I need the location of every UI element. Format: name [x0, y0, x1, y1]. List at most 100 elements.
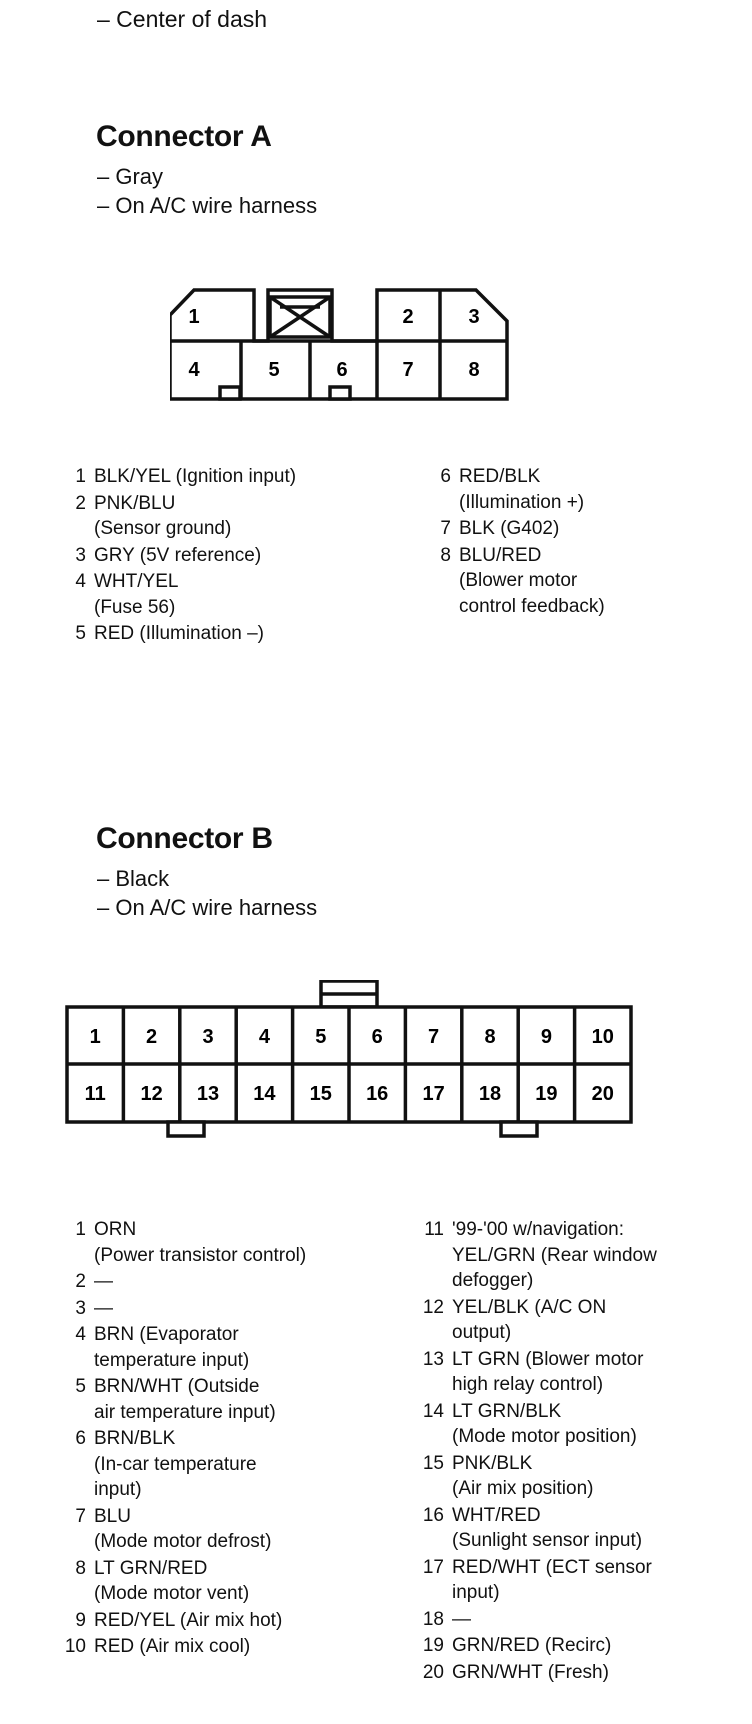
pin-number: 1 — [75, 466, 86, 487]
connector-a-cavity-label: 7 — [402, 359, 413, 381]
pin-description-line: RED/YEL (Air mix hot) — [94, 1609, 283, 1631]
connector-b-cavity-label: 16 — [366, 1083, 388, 1105]
top-note: – Center of dash — [97, 6, 268, 32]
connector-a-cavity-label: 5 — [268, 359, 279, 381]
connector-a-key-notch — [328, 385, 352, 401]
pin-description-line: (Mode motor vent) — [94, 1583, 250, 1604]
pin-description-line: BRN/WHT (Outside — [94, 1376, 260, 1397]
pin-number: 2 — [75, 1271, 86, 1292]
connector-a-cavity-label: 2 — [402, 306, 413, 328]
pin-description-line: WHT/YEL — [94, 571, 179, 592]
pin-description: PNK/BLK(Air mix position) — [452, 1451, 748, 1502]
pin-description-line: LT GRN/RED — [94, 1557, 208, 1579]
pin-description-line: '99-'00 w/navigation: — [452, 1219, 625, 1240]
connector-a-description: – Gray – On A/C wire harness — [97, 162, 317, 220]
pin-description-line: (Sunlight sensor input) — [452, 1530, 643, 1551]
pin-description-line: RED/WHT (ECT sensor — [452, 1556, 652, 1578]
pin-description-line: LT GRN (Blower motor — [452, 1348, 644, 1370]
connector-b-cavity-label: 11 — [85, 1083, 106, 1105]
pin-entry: 4 WHT/YEL (Fuse 56) — [60, 569, 420, 620]
connector-a-title: Connector A — [96, 120, 272, 153]
pin-description: LT GRN/RED (Mode motor vent) — [94, 1556, 420, 1607]
pin-description-line: (In-car temperature — [94, 1453, 257, 1475]
connector-b-key-notch — [499, 1120, 539, 1138]
connector-a-key-notch — [218, 385, 242, 401]
pin-description: BLU(Mode motor defrost) — [94, 1504, 420, 1555]
pin-entry: 3— — [60, 1296, 420, 1322]
pin-description: — — [94, 1296, 420, 1322]
pin-number: 5 — [75, 1376, 86, 1397]
pin-description-line: BLU — [94, 1505, 131, 1527]
connector-b-key-notch — [166, 1120, 206, 1138]
pin-entry: 10 RED (Air mix cool) — [60, 1634, 420, 1660]
pin-description: GRN/RED (Recirc) — [452, 1633, 748, 1659]
pin-description: RED (Illumination –) — [94, 621, 420, 647]
pin-number: 12 — [422, 1296, 444, 1318]
pin-description-line: RED/BLK — [459, 466, 541, 487]
pin-number: 20 — [422, 1661, 444, 1683]
pin-description-line: YEL/BLK (A/C ON — [452, 1296, 607, 1318]
pin-description-line: — — [94, 1297, 113, 1319]
pin-entry: 11'99-'00 w/navigation:YEL/GRN (Rear win… — [418, 1217, 748, 1294]
pin-description-line: input) — [452, 1582, 500, 1603]
connector-a-cavity-label: 6 — [336, 359, 347, 381]
pin-description-line: — — [94, 1271, 113, 1292]
pin-description: YEL/BLK (A/C ON output) — [452, 1295, 748, 1346]
pin-entry: 20 GRN/WHT (Fresh) — [418, 1660, 748, 1686]
pin-description: BLK (G402) — [459, 516, 745, 542]
pin-number: 16 — [422, 1504, 444, 1526]
pin-description: LT GRN/BLK (Mode motor position) — [452, 1399, 748, 1450]
pin-number: 6 — [75, 1428, 86, 1449]
pin-description-line: — — [452, 1608, 471, 1630]
connector-b-cavity-label: 2 — [146, 1026, 157, 1048]
pin-number: 4 — [75, 1324, 86, 1345]
pin-number: 11 — [424, 1219, 444, 1240]
pin-description: RED/YEL (Air mix hot) — [94, 1608, 420, 1634]
pin-description-line: GRN/RED (Recirc) — [452, 1635, 612, 1656]
connector-a-cavity-label: 1 — [188, 306, 199, 328]
pin-number: 3 — [75, 1297, 86, 1319]
connector-b-cavity-label: 9 — [541, 1026, 552, 1048]
connector-b-color: – Black — [97, 866, 170, 891]
connector-a-cavity-label: 4 — [188, 359, 200, 381]
pin-number: 5 — [75, 623, 86, 644]
pin-description-line: LT GRN/BLK — [452, 1400, 562, 1422]
pin-description-line: BRN/BLK — [94, 1428, 176, 1449]
pin-description-line: (Mode motor position) — [452, 1426, 637, 1447]
connector-b-pins-right: 11'99-'00 w/navigation:YEL/GRN (Rear win… — [418, 1217, 748, 1686]
pin-entry: 5 RED (Illumination –) — [60, 621, 420, 647]
pin-description-line: BLK (G402) — [459, 518, 560, 539]
pin-description-line: ORN — [94, 1219, 137, 1240]
pin-description-line: GRN/WHT (Fresh) — [452, 1661, 609, 1683]
connector-b-cavity-label: 5 — [315, 1026, 326, 1048]
pin-number: 8 — [440, 544, 451, 566]
pin-description: PNK/BLU(Sensor ground) — [94, 491, 420, 542]
pin-number: 10 — [64, 1636, 86, 1657]
pin-description-line: (Fuse 56) — [94, 596, 176, 618]
pin-description-line: (Blower motor — [459, 570, 578, 591]
pin-description: RED (Air mix cool) — [94, 1634, 420, 1660]
connector-b-cavity-label: 13 — [197, 1083, 219, 1105]
connector-b-cavity-label: 1 — [90, 1026, 101, 1048]
connector-b-cavity-label: 18 — [479, 1083, 501, 1105]
connector-a-location: – On A/C wire harness — [97, 193, 318, 218]
pin-description-line: output) — [452, 1322, 512, 1343]
pin-number: 4 — [75, 571, 86, 592]
pin-description-line: BLU/RED — [459, 544, 542, 566]
